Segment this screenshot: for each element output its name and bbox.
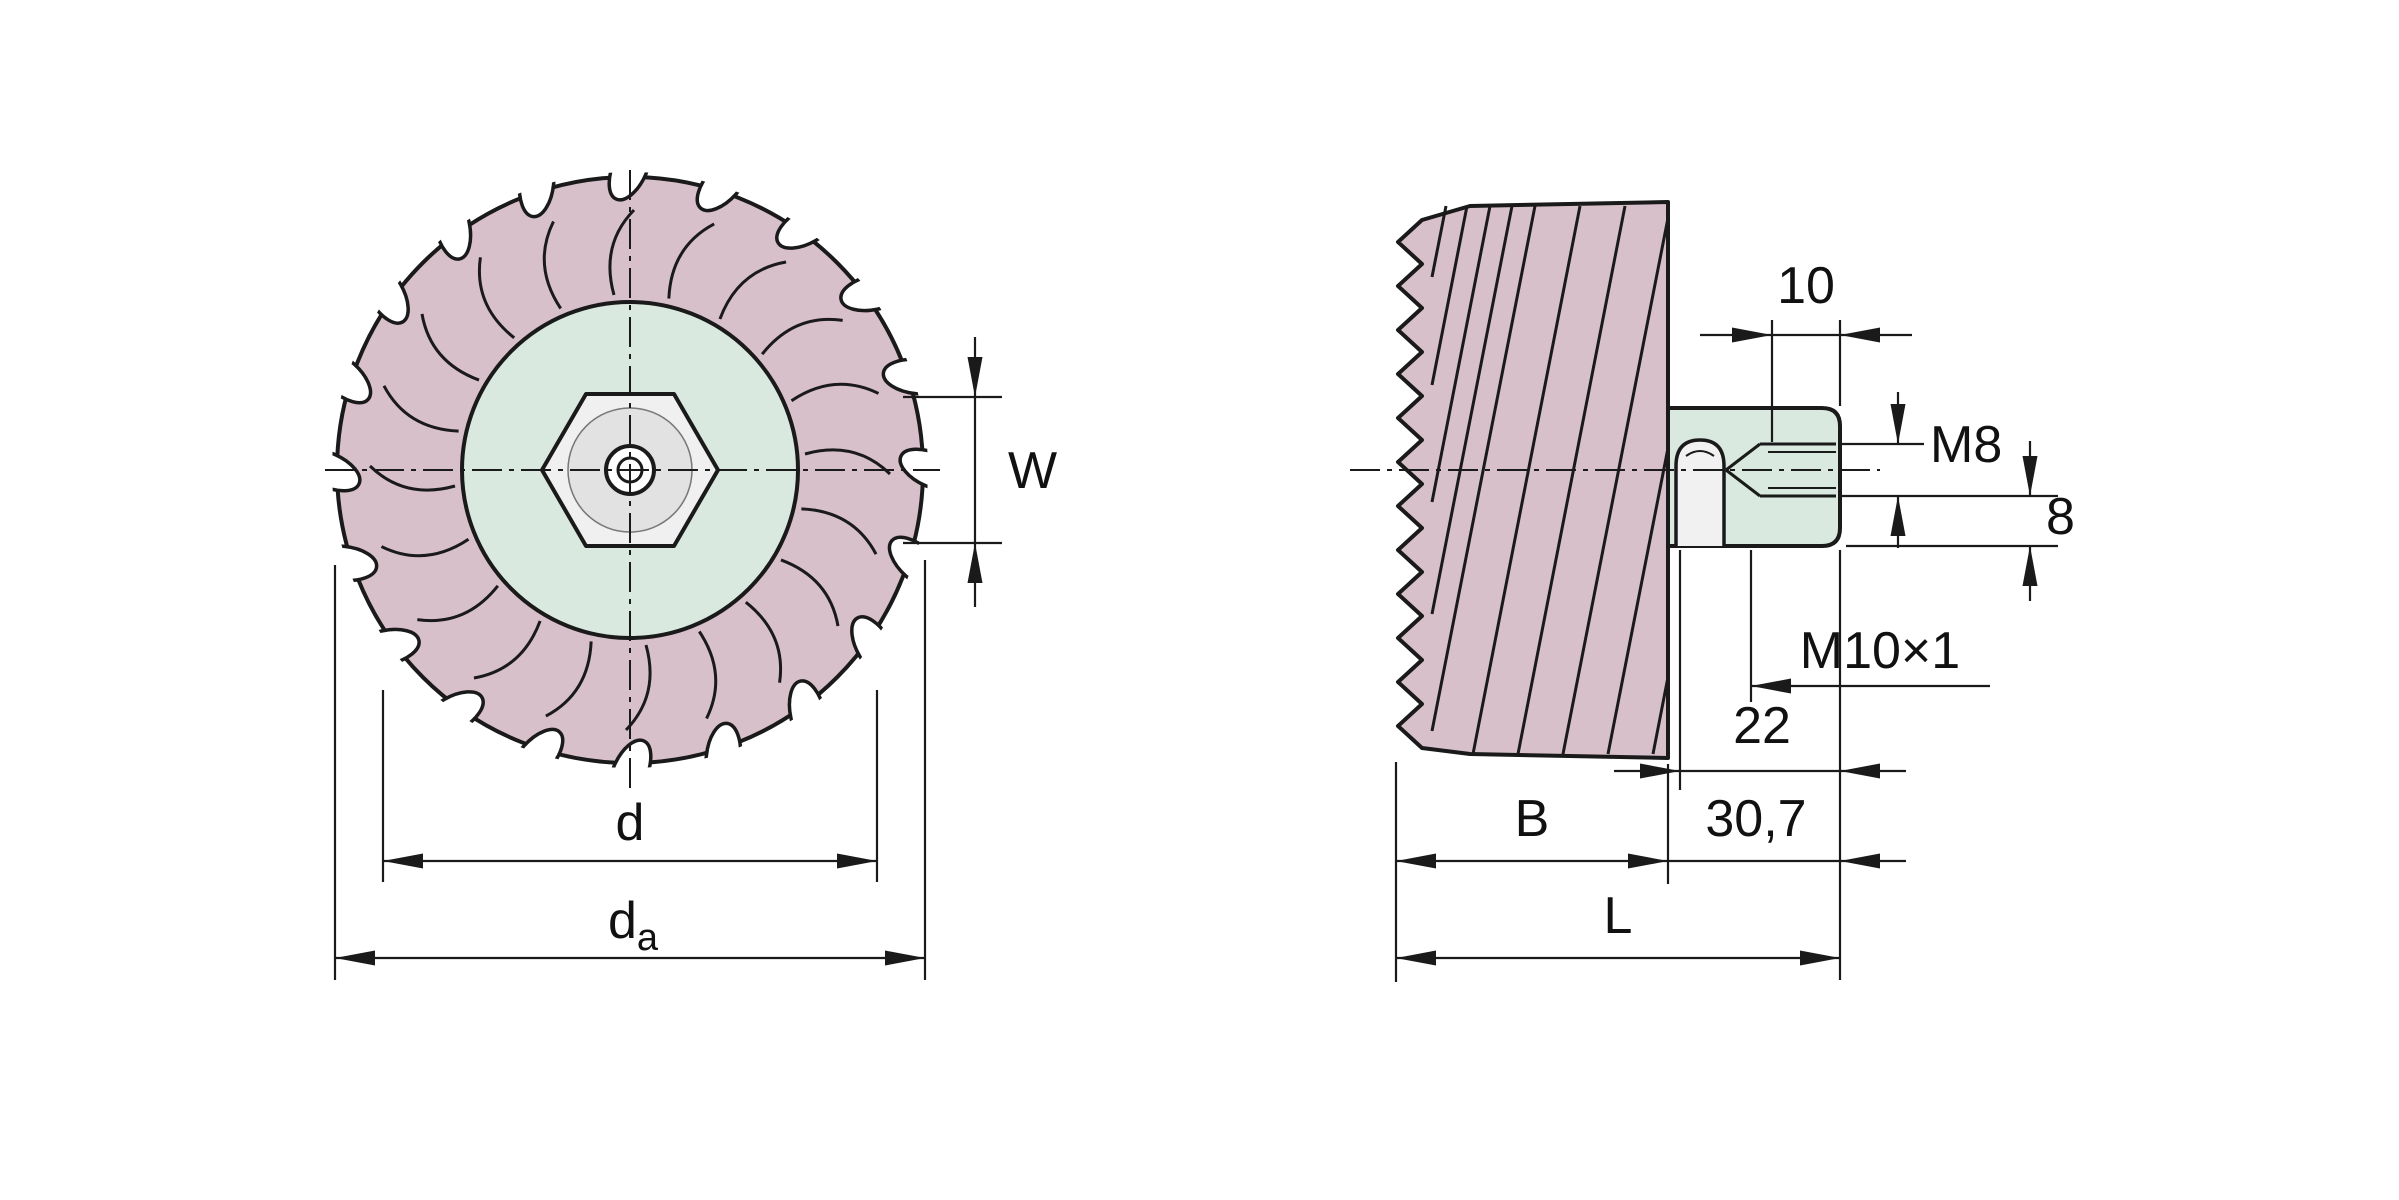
dim-d-label: d: [616, 794, 645, 852]
dim-d: d: [381, 690, 879, 882]
tooth-ring: [248, 88, 1012, 852]
dim-8-label: 8: [2046, 488, 2075, 546]
dim-w: W: [903, 337, 1057, 607]
dim-10-label: 10: [1777, 257, 1835, 315]
dim-l: L: [1396, 887, 1840, 966]
front-view: W d da: [248, 88, 1057, 980]
dim-22: 22: [1614, 550, 1906, 790]
side-view: 10 M8 8 M10×1: [1350, 200, 2075, 982]
dim-w-label: W: [1008, 442, 1057, 500]
dim-30-7-label: 30,7: [1705, 790, 1806, 848]
dim-22-label: 22: [1733, 697, 1791, 755]
dim-m10x1-label: M10×1: [1800, 622, 1960, 680]
dim-30-7: 30,7: [1666, 550, 1906, 980]
dim-m8: M8: [1842, 392, 2058, 548]
dim-l-label: L: [1604, 887, 1633, 945]
wheel-body: [1396, 200, 1670, 760]
dim-10: 10: [1700, 257, 1912, 442]
dim-da-label: da: [608, 892, 659, 959]
dim-b-label: B: [1515, 790, 1550, 848]
dim-m8-label: M8: [1930, 416, 2002, 474]
dim-8: 8: [1846, 441, 2075, 601]
dim-m10x1: M10×1: [1749, 550, 1990, 702]
helical-tooth-lines: [1430, 205, 1670, 755]
threaded-bore: [1725, 442, 1836, 498]
dim-da: da: [333, 560, 927, 980]
stud-dome: [1674, 438, 1726, 546]
dim-b: B: [1394, 762, 1668, 982]
